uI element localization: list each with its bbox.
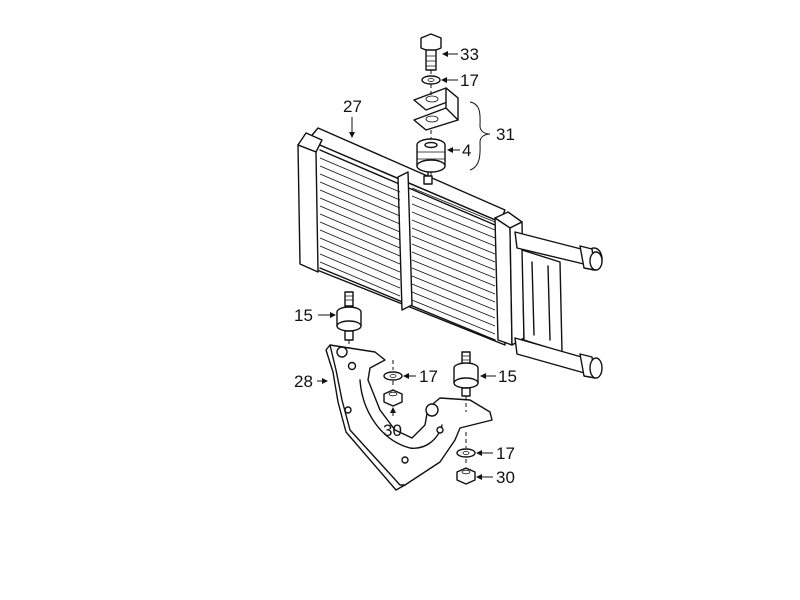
callout-17-top: 17 (460, 71, 479, 90)
bolt-33 (420, 33, 442, 71)
callout-30-mid: 30 (383, 421, 402, 440)
washer-17-bottom (456, 448, 476, 458)
callout-33: 33 (460, 45, 479, 64)
rubber-mount-15-left (336, 291, 362, 341)
callout-leaders (317, 51, 496, 480)
callout-4: 4 (462, 141, 471, 160)
rubber-mount-4 (416, 138, 446, 173)
mounting-bracket-28 (325, 344, 493, 491)
callout-31: 31 (496, 125, 515, 144)
callout-15-left: 15 (294, 306, 313, 325)
nut-30-mid (383, 389, 403, 407)
washer-17-mid (383, 371, 403, 381)
heater-core (297, 127, 603, 379)
rubber-mount-15-right (453, 351, 479, 397)
callout-17-mid: 17 (419, 367, 438, 386)
callout-15-right: 15 (498, 367, 517, 386)
nut-30-bottom (456, 467, 476, 485)
callout-27: 27 (343, 97, 362, 116)
callout-17-bottom: 17 (496, 444, 515, 463)
bracket-31 (413, 87, 459, 131)
callout-30-bottom: 30 (496, 468, 515, 487)
washer-17-top (421, 75, 441, 85)
callout-28: 28 (294, 372, 313, 391)
